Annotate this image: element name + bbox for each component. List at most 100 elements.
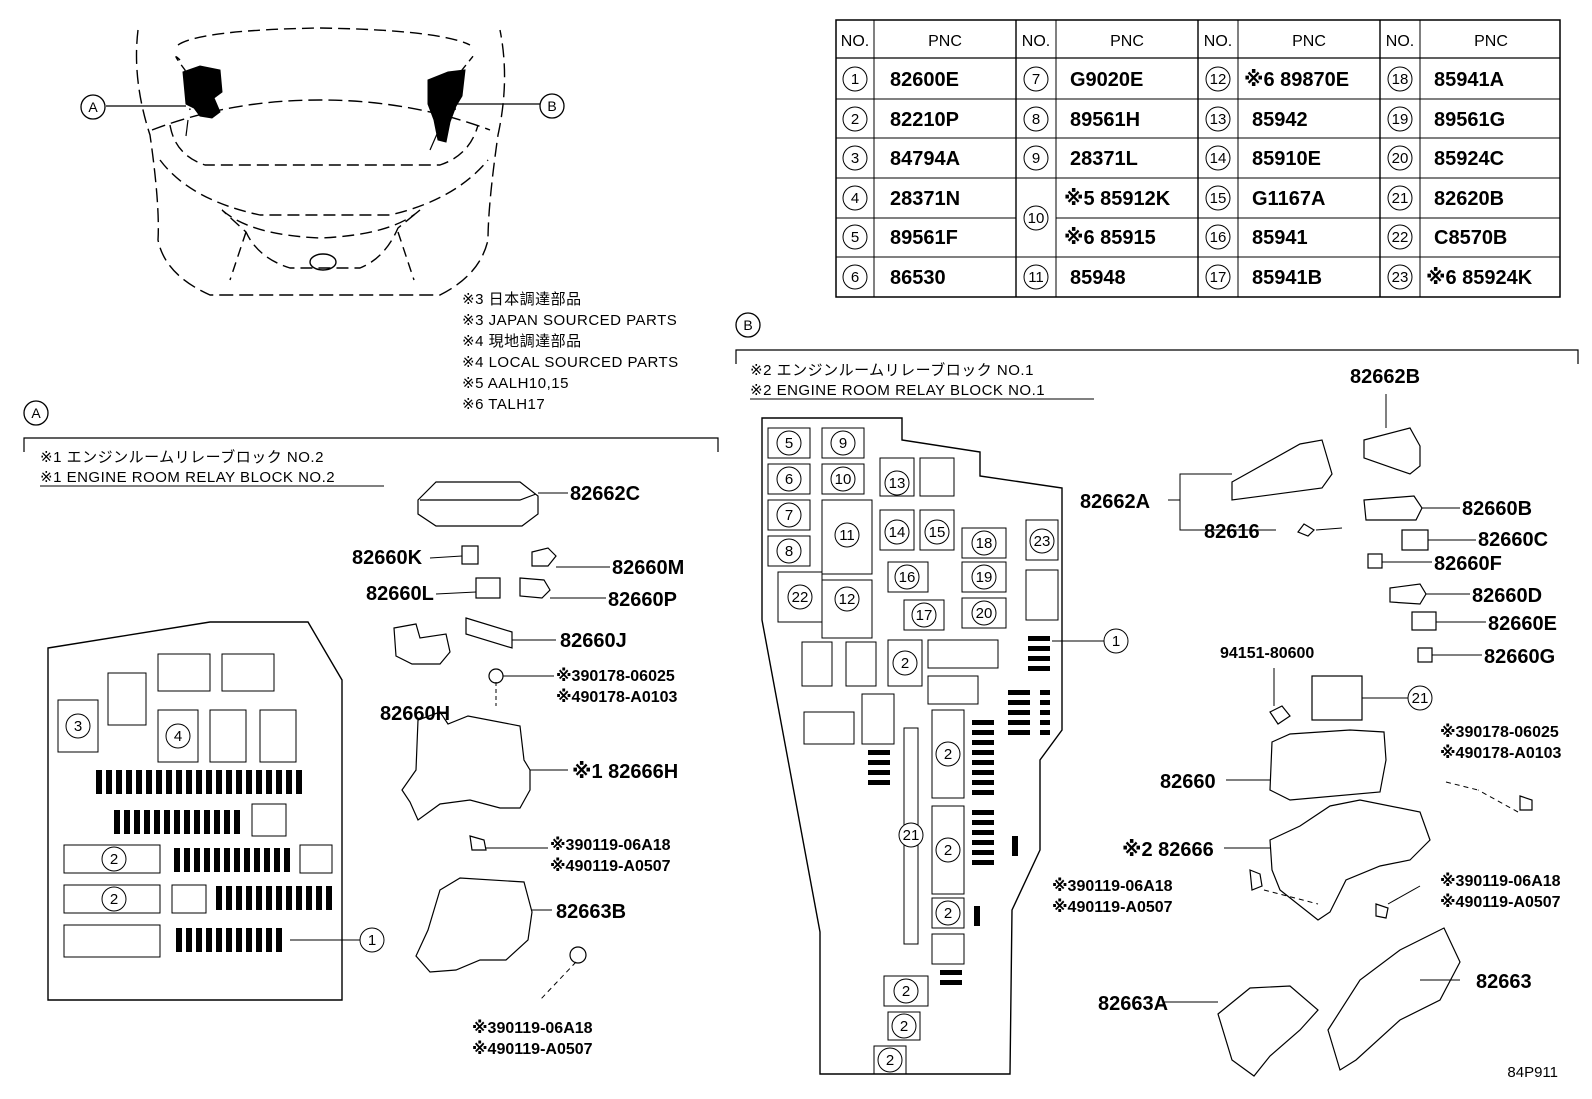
- note-line: ※3 日本調達部品: [462, 291, 582, 308]
- part-82663: 82663: [1476, 971, 1532, 993]
- row-number: 1: [851, 71, 859, 88]
- part-82666: ※2 82666: [1122, 839, 1214, 861]
- row-number: 23: [1392, 269, 1409, 286]
- part-82662C: 82662C: [570, 483, 640, 505]
- row-number: 9: [1032, 150, 1040, 167]
- fuse-callout: 1: [368, 932, 376, 949]
- row-number: 16: [1210, 229, 1227, 246]
- fuse-callout: 14: [889, 524, 906, 541]
- row-number: 11: [1028, 269, 1044, 286]
- part-82660G: 82660G: [1484, 646, 1555, 668]
- part-82660P: 82660P: [608, 589, 677, 611]
- row-number: 6: [851, 269, 859, 286]
- callout-b-top: B: [539, 93, 565, 119]
- fuse-callout: 17: [916, 607, 933, 624]
- footnotes: ※3 日本調達部品 ※3 JAPAN SOURCED PARTS ※4 現地調達…: [462, 291, 679, 413]
- table-row: 12※6 89870E: [1205, 66, 1349, 92]
- part-94151-80600: 94151-80600: [1220, 645, 1314, 662]
- table-row: 5 89561F: [842, 224, 958, 250]
- row-pnc: C8570B: [1434, 227, 1507, 249]
- table-headers: NO. PNC NO. PNC NO. PNC NO. PNC: [841, 33, 1508, 50]
- fuse-callout: 1: [1112, 633, 1120, 650]
- row-number: 12: [1210, 71, 1227, 88]
- fuse-callout: 2: [944, 842, 952, 859]
- callout-label: A: [88, 99, 98, 115]
- header-pnc: PNC: [1474, 33, 1508, 50]
- part-82660H: 82660H: [380, 703, 450, 725]
- section-a-part-drawings: [393, 481, 587, 973]
- fuse-callout: 21: [1412, 690, 1429, 707]
- header-no: NO.: [1022, 33, 1050, 50]
- bolt-part-number: ※390178-06025: [1440, 723, 1559, 741]
- table-row: 23 ※6 85924K: [1387, 264, 1533, 290]
- header-pnc: PNC: [928, 33, 962, 50]
- note-line: ※4 LOCAL SOURCED PARTS: [462, 354, 679, 371]
- section-b-bracket: [735, 349, 1579, 364]
- part-82662B: 82662B: [1350, 366, 1420, 388]
- part-82660L: 82660L: [366, 583, 434, 605]
- section-a-leaders: [429, 492, 610, 1001]
- row-pnc: 89561G: [1434, 109, 1505, 131]
- row-pnc: 82600E: [890, 69, 959, 91]
- section-b-marker: B: [735, 312, 761, 338]
- fuse-callout: 2: [886, 1052, 894, 1069]
- bolt-part-number: ※490119-A0507: [472, 1040, 593, 1058]
- fuse-callout: 8: [785, 543, 793, 560]
- fuse-callout: 2: [901, 655, 909, 672]
- row-pnc: 86530: [890, 267, 946, 289]
- fuse-callout: 21: [903, 827, 920, 844]
- part-82660D: 82660D: [1472, 585, 1542, 607]
- relay-block-no1-layout: [761, 417, 1063, 1075]
- row-pnc: 85924C: [1434, 148, 1504, 170]
- row-pnc: 89561F: [890, 227, 958, 249]
- table-row: 10※6 85915: [1064, 227, 1156, 249]
- row-number: 5: [851, 229, 859, 246]
- row-pnc: ※5 85912K: [1064, 188, 1171, 210]
- fuse-callout: 15: [929, 524, 946, 541]
- row-pnc: 28371N: [890, 188, 960, 210]
- bolt-part-number: ※490119-A0507: [1440, 893, 1561, 911]
- header-no: NO.: [1204, 33, 1232, 50]
- bolt-part-number: ※390119-06A18: [472, 1019, 593, 1037]
- fuse-row-strips: [96, 770, 332, 952]
- fuse-callout: 2: [944, 905, 952, 922]
- fuse-callout: 22: [792, 589, 809, 606]
- note-line: ※3 JAPAN SOURCED PARTS: [462, 312, 677, 329]
- section-label: A: [31, 405, 41, 421]
- fuse-callout: 6: [785, 471, 793, 488]
- section-a-heading-jp: ※1 エンジンルームリレーブロック NO.2: [40, 448, 324, 466]
- row-number: 7: [1032, 71, 1040, 88]
- part-82660: 82660: [1160, 771, 1216, 793]
- header-pnc: PNC: [1292, 33, 1326, 50]
- row-number: 2: [851, 111, 859, 128]
- part-82660K: 82660K: [352, 547, 423, 569]
- bolt-part-number: ※390119-06A18: [1052, 877, 1173, 895]
- note-line: ※6 TALH17: [462, 396, 545, 413]
- row-pnc: ※6 85924K: [1426, 267, 1533, 289]
- part-82660C: 82660C: [1478, 529, 1548, 551]
- row-pnc: 82620B: [1434, 188, 1504, 210]
- fuse-callout: 7: [785, 507, 793, 524]
- table-row: 11 85948: [1023, 264, 1126, 290]
- section-b-part-labels: 82662B 82662A 82660B 82616 82660C 82660F…: [1052, 366, 1562, 1015]
- fuse-callout: 5: [785, 435, 793, 452]
- header-no: NO.: [841, 33, 869, 50]
- row-pnc: 85948: [1070, 267, 1126, 289]
- part-82666H: ※1 82666H: [572, 761, 678, 783]
- row-pnc: G1167A: [1252, 188, 1325, 210]
- fuse-callout: 13: [889, 475, 906, 492]
- fuse-callout: 2: [900, 1018, 908, 1035]
- row-number: 8: [1032, 111, 1040, 128]
- part-82663A: 82663A: [1098, 993, 1168, 1015]
- bolt-part-number: ※490178-A0103: [1440, 744, 1562, 762]
